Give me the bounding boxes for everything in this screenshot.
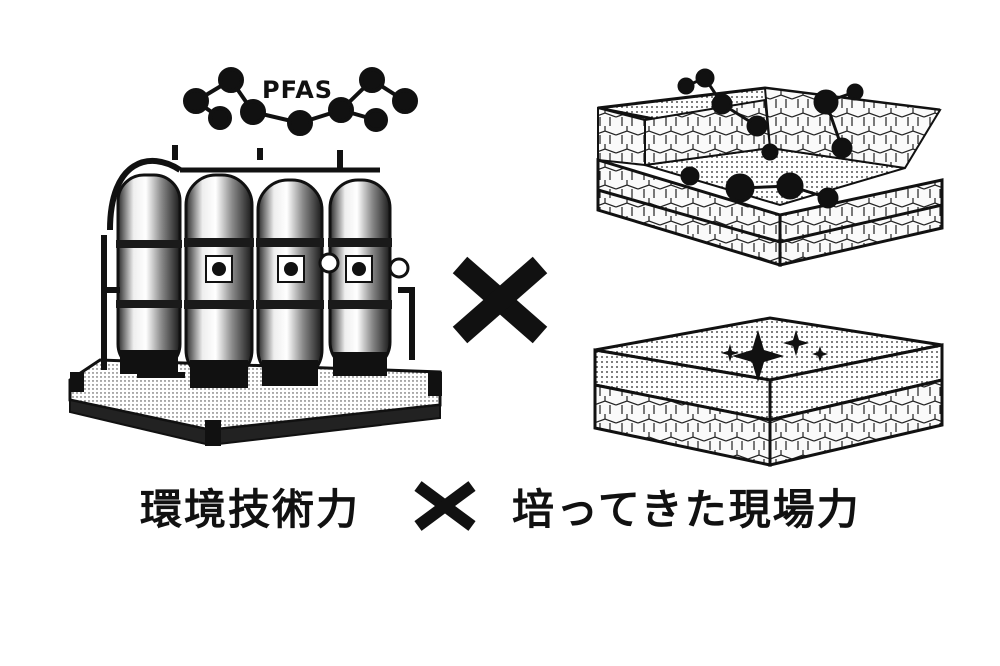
caption-left: 環境技術力: [140, 484, 361, 534]
pfas-label: PFAS: [262, 76, 334, 104]
caption-multiply-icon: [414, 481, 476, 531]
sparkle-icon: [721, 330, 828, 382]
caption-right: 培ってきた現場力: [512, 484, 861, 534]
